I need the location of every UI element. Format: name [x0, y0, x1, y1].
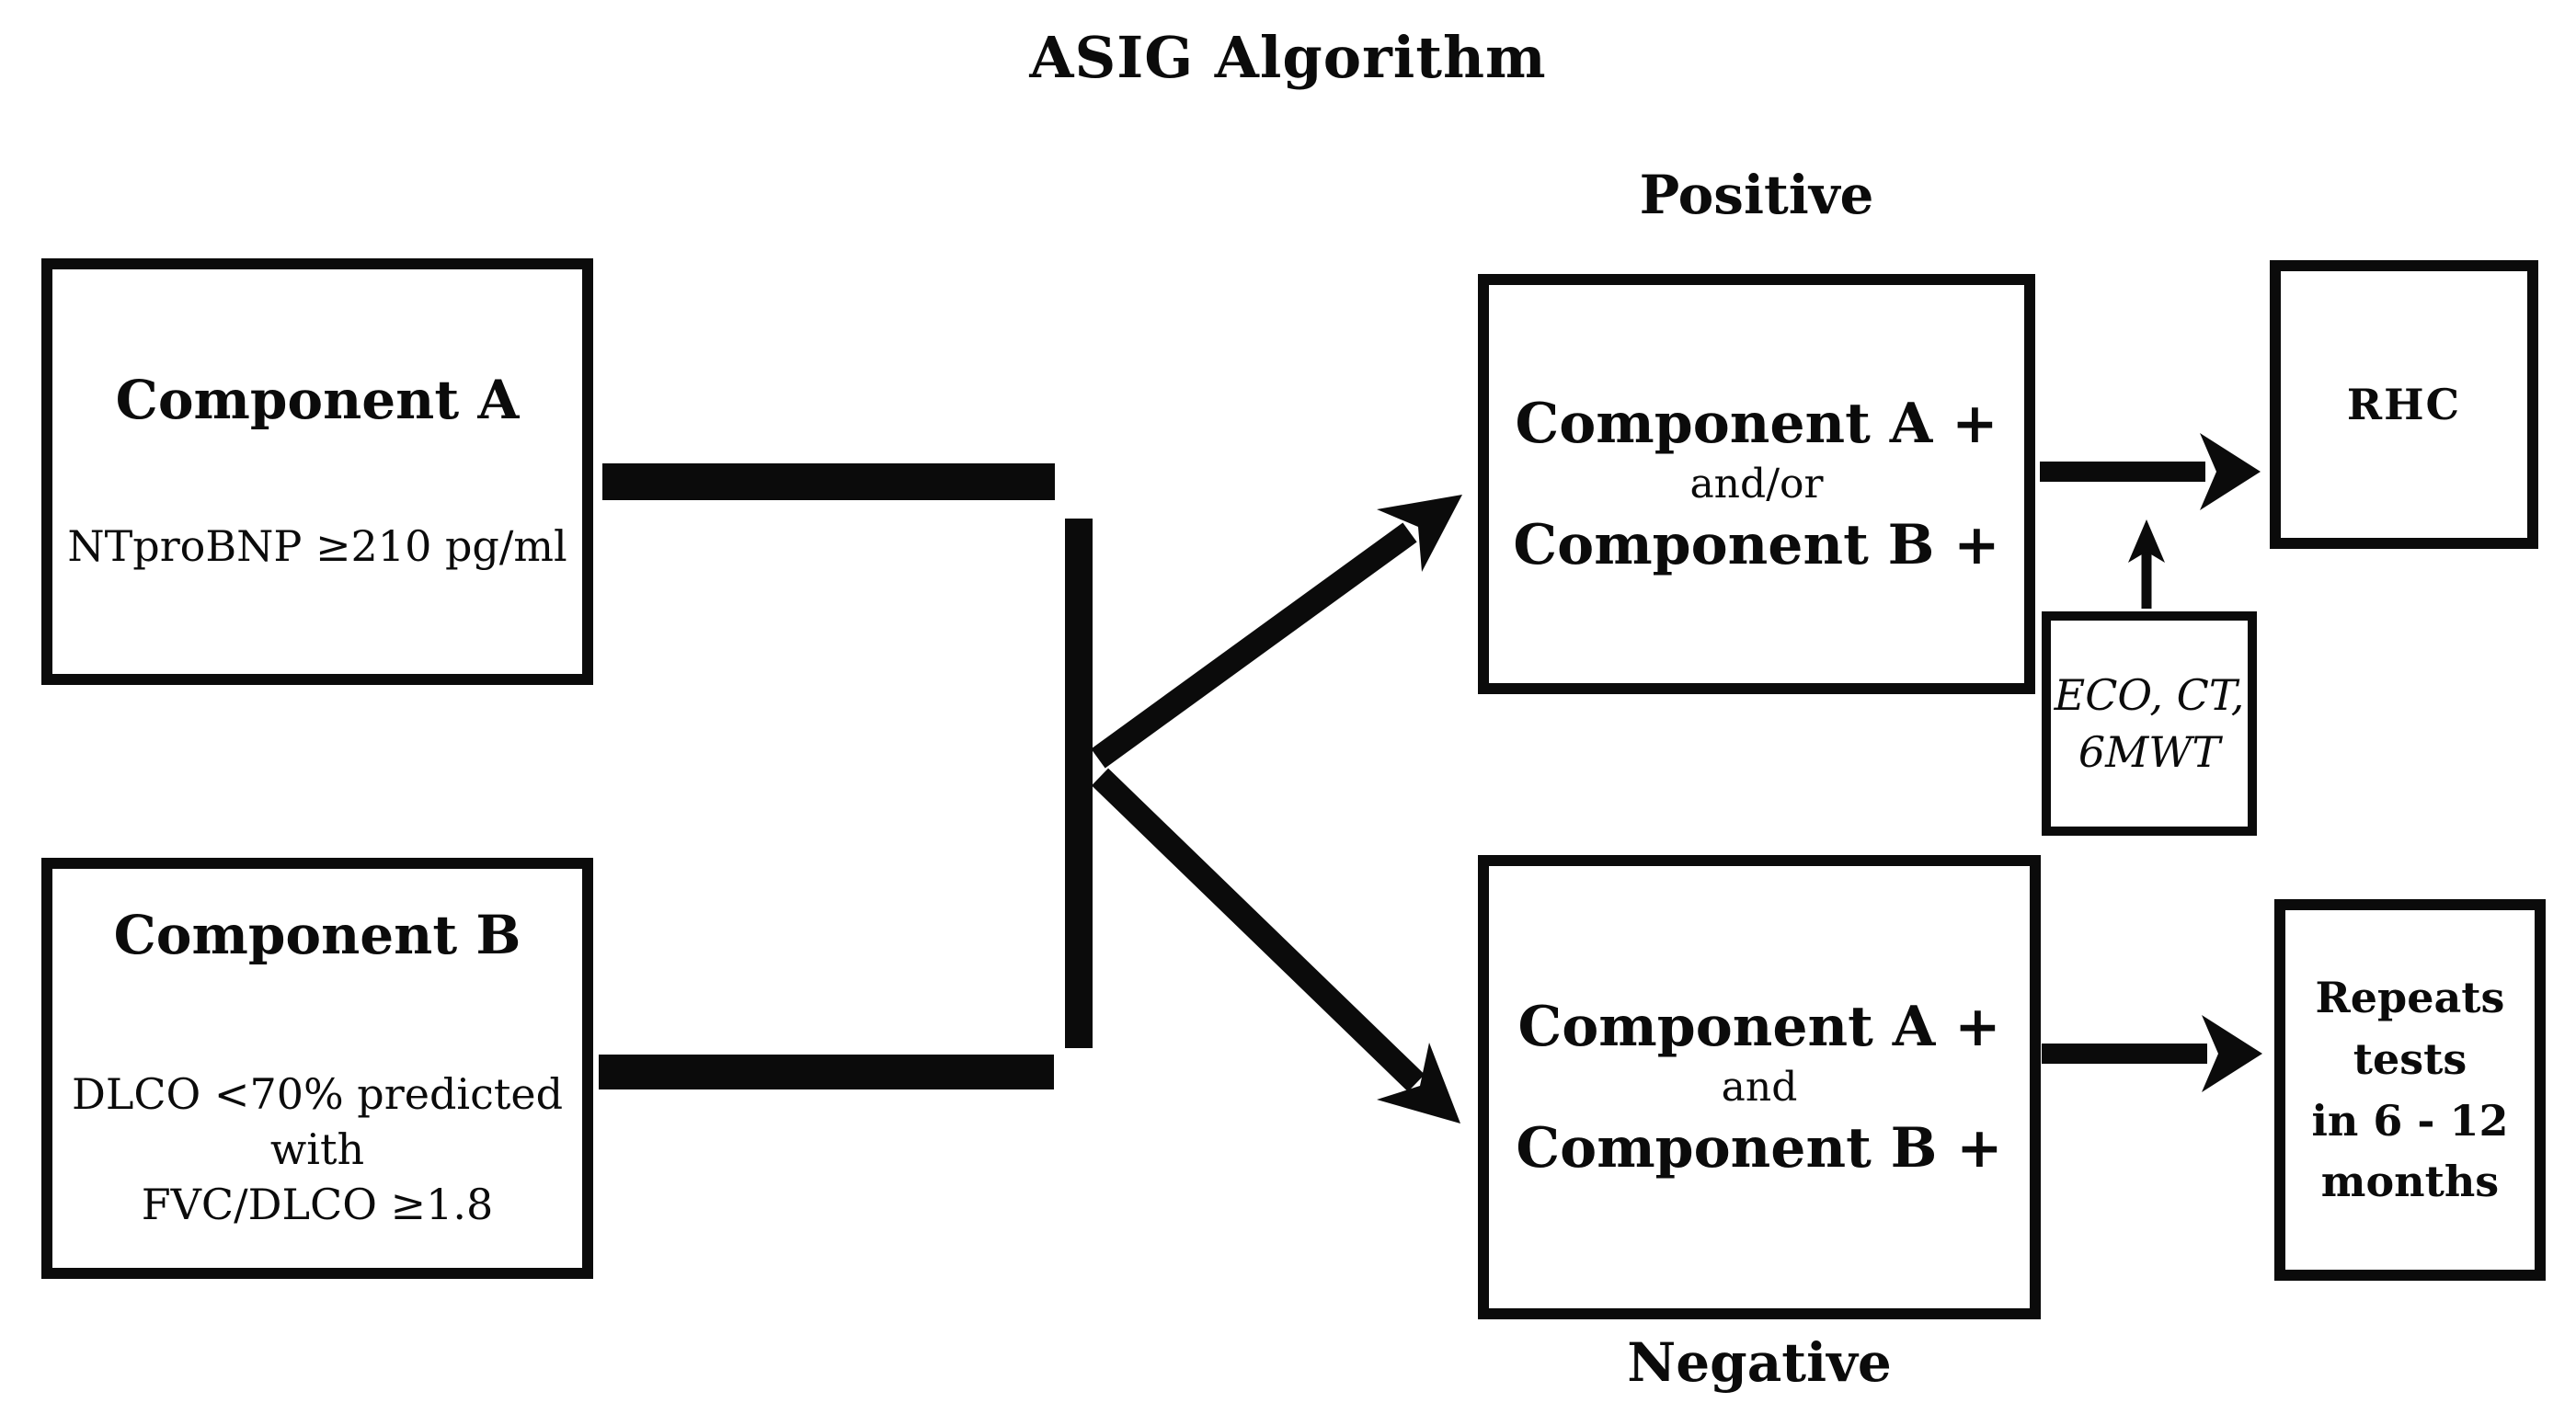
negative-result-conjunction: and: [1721, 1063, 1798, 1111]
positive-branch-label: Positive: [1639, 164, 1874, 226]
positive-result-conjunction: and/or: [1689, 460, 1824, 508]
negative-result-line1: Component A +: [1517, 994, 2001, 1059]
arrow-positive-to-rhc-icon: [2040, 433, 2261, 510]
repeat-tests-line1: Repeats tests: [2315, 973, 2505, 1084]
negative-result-box: Component A + and Component B +: [1478, 855, 2041, 1319]
arrow-up-right-icon: [1091, 495, 1462, 769]
component-a-criterion: NTproBNP ≥210 pg/ml: [67, 521, 567, 572]
rhc-label: RHC: [2346, 380, 2462, 429]
supporting-tests-line1: ECO, CT,: [2054, 669, 2245, 720]
positive-result-content: Component A + and/or Component B +: [1489, 285, 2024, 683]
connector-bar-component-a: [602, 463, 1055, 500]
component-b-criterion-line1: DLCO <70% predicted with: [71, 1069, 564, 1175]
positive-result-line1: Component A +: [1515, 391, 1998, 456]
supporting-tests-content: ECO, CT, 6MWT: [2051, 621, 2248, 827]
positive-result-line2: Component B +: [1513, 512, 2000, 577]
repeat-tests-box: Repeats tests in 6 - 12 months: [2274, 899, 2546, 1281]
repeat-tests-line2: in 6 - 12: [2311, 1095, 2509, 1146]
component-b-criterion-line2: FVC/DLCO ≥1.8: [141, 1179, 494, 1229]
repeat-tests-content: Repeats tests in 6 - 12 months: [2285, 910, 2535, 1270]
page-title: ASIG Algorithm: [1029, 24, 1547, 91]
component-b-box: Component B DLCO <70% predicted with FVC…: [41, 858, 593, 1279]
arrow-tests-up-icon: [2128, 519, 2165, 609]
arrow-negative-to-repeat-icon: [2042, 1015, 2262, 1092]
negative-result-line2: Component B +: [1516, 1115, 2003, 1181]
negative-result-content: Component A + and Component B +: [1489, 866, 2030, 1308]
supporting-tests-box: ECO, CT, 6MWT: [2042, 611, 2257, 836]
positive-result-box: Component A + and/or Component B +: [1478, 274, 2035, 694]
connector-bar-component-b: [599, 1055, 1054, 1089]
supporting-tests-line2: 6MWT: [2078, 727, 2221, 777]
component-b-heading: Component B: [113, 904, 521, 967]
component-a-box: Component A NTproBNP ≥210 pg/ml: [41, 258, 593, 685]
rhc-content: RHC: [2281, 271, 2527, 538]
negative-branch-label: Negative: [1627, 1331, 1892, 1394]
component-a-heading: Component A: [115, 369, 520, 432]
component-a-content: Component A NTproBNP ≥210 pg/ml: [52, 269, 582, 674]
rhc-box: RHC: [2270, 260, 2538, 549]
component-b-content: Component B DLCO <70% predicted with FVC…: [52, 869, 582, 1268]
connector-vertical-bar: [1065, 519, 1093, 1048]
arrow-down-right-icon: [1091, 768, 1460, 1124]
repeat-tests-line3: months: [2320, 1157, 2500, 1207]
